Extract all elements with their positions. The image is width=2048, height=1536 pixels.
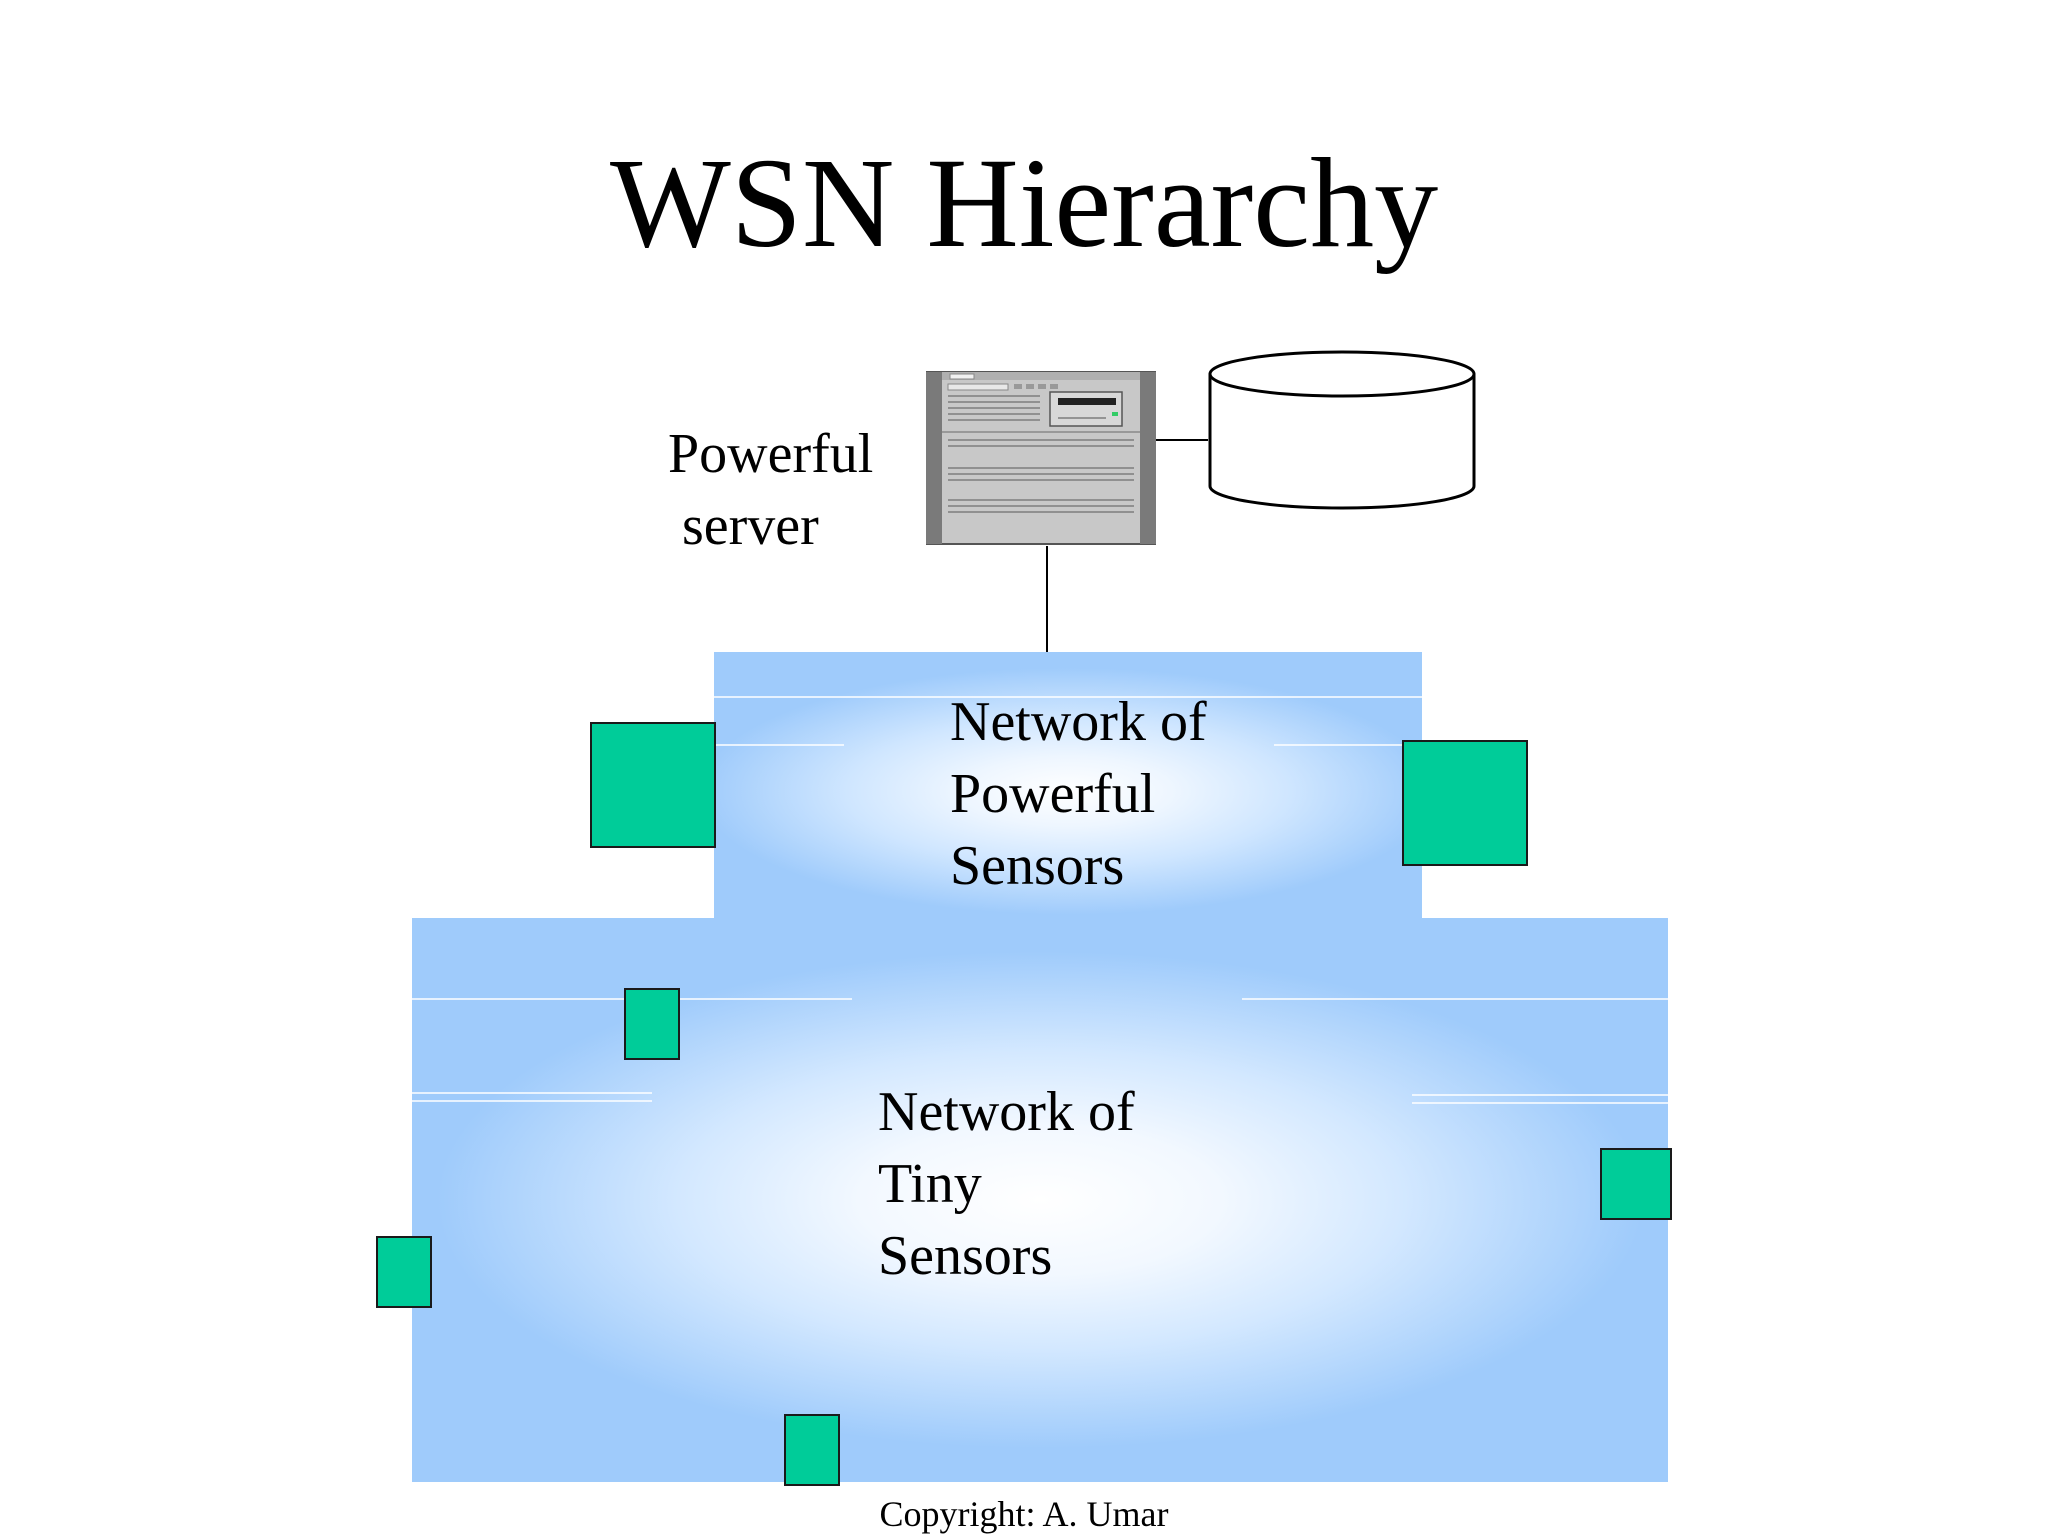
sensor-node-icon <box>376 1236 432 1308</box>
tiny-network-label-line-1: Network of <box>878 1081 1135 1143</box>
sensor-node-icon <box>1402 740 1528 866</box>
powerful-network-label-line-2: Powerful <box>950 763 1156 825</box>
highlight-streak <box>1242 998 1668 1000</box>
copyright-footer: Copyright: A. Umar <box>879 1494 1169 1534</box>
powerful-network-label-line-1: Network of <box>950 691 1207 753</box>
sensor-node-icon <box>1600 1148 1672 1220</box>
server-to-network-line <box>1046 546 1048 654</box>
sensor-node-icon <box>624 988 680 1060</box>
highlight-streak <box>714 696 1422 698</box>
highlight-streak <box>1274 744 1422 746</box>
server-label: Powerful server <box>668 418 873 562</box>
powerful-network-label-line-3: Sensors <box>950 835 1125 897</box>
highlight-streak <box>1412 1102 1668 1104</box>
highlight-streak <box>412 1092 652 1094</box>
server-icon <box>925 370 1157 546</box>
highlight-streak <box>412 1100 652 1102</box>
server-label-line-2: server <box>682 495 819 557</box>
slide-title: WSN Hierarchy <box>609 132 1439 274</box>
server-label-line-1: Powerful <box>668 423 874 485</box>
tiny-network-label-line-2: Tiny <box>878 1153 982 1215</box>
tiny-sensor-network <box>412 918 1668 1482</box>
powerful-network-label: Network of Powerful Sensors <box>950 686 1207 902</box>
server-to-storage-line <box>1156 439 1208 441</box>
sensor-node-icon <box>590 722 716 848</box>
powerful-sensor-network <box>714 652 1422 920</box>
database-cylinder-icon <box>1208 348 1476 512</box>
tiny-network-label: Network of Tiny Sensors <box>878 1076 1135 1292</box>
highlight-streak <box>1412 1094 1668 1096</box>
sensor-node-icon <box>784 1414 840 1486</box>
tiny-network-label-line-3: Sensors <box>878 1225 1053 1287</box>
highlight-streak <box>714 744 844 746</box>
